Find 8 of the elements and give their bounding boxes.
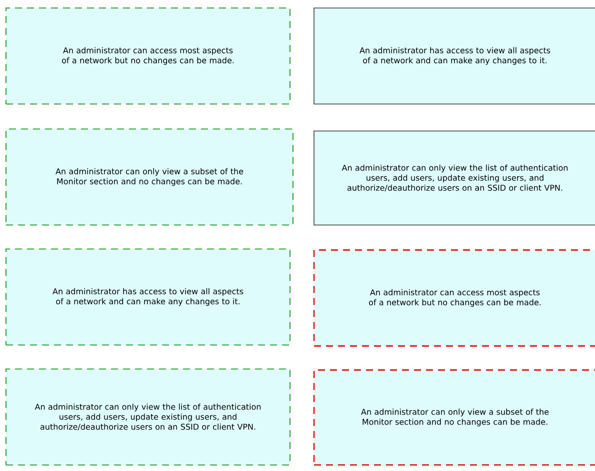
text-box: An administrator has access to view all aspects of a network and can make any changes to it.: [314, 8, 595, 104]
text-box: An administrator can access most aspects of a network but no changes can be made.: [5, 7, 291, 105]
text-box: An administrator can only view a subset of the Monitor section and no changes can be made.: [313, 369, 595, 466]
text-box: An administrator can access most aspects of a network but no changes can be made.: [313, 249, 595, 347]
text-box: An administrator can only view the list of authentication users, add users, update existing users, and authorize/deauthorize users on an SSID or client VPN.: [5, 368, 291, 466]
text-box: An administrator has access to view all aspects of a network and can make any changes to it.: [5, 248, 291, 346]
text-box: An administrator can only view the list of authentication users, add users, update existing users, and authorize/deauthorize users on an SSID or client VPN.: [314, 130, 595, 226]
text-box: An administrator can only view a subset of the Monitor section and no changes can be made.: [5, 128, 294, 226]
